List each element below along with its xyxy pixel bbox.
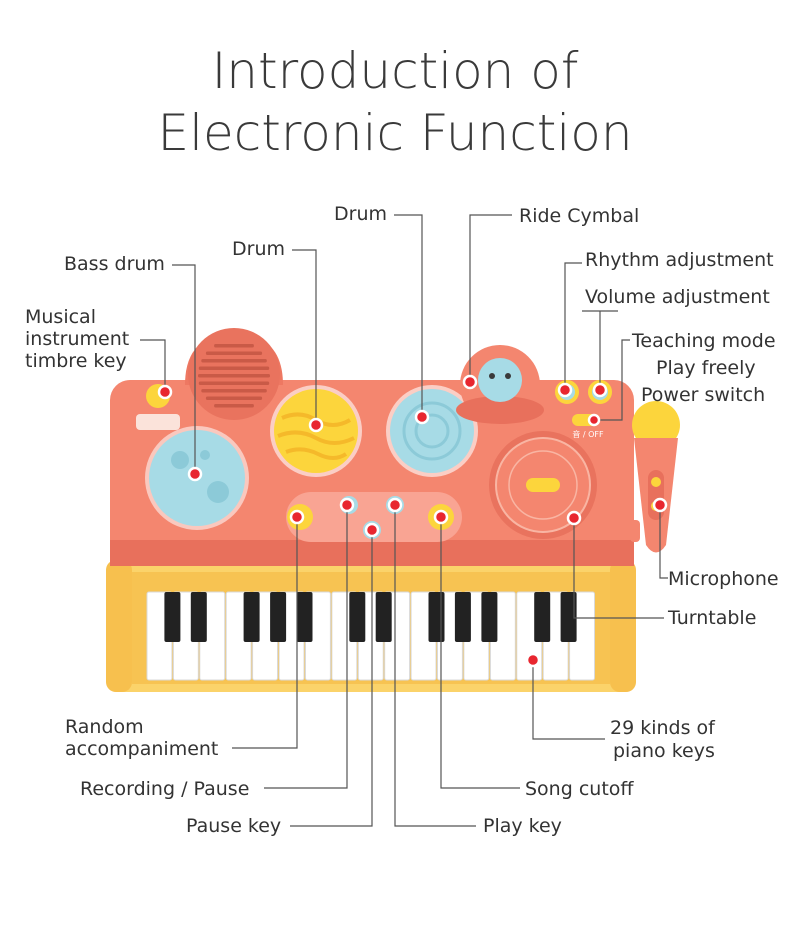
speaker-slot: [201, 359, 267, 363]
label-play-key: Play key: [483, 815, 562, 837]
black-key: [349, 592, 366, 642]
speaker-slot: [198, 374, 270, 378]
white-keys: [146, 591, 595, 681]
label-recording-pause: Recording / Pause: [80, 778, 250, 800]
label-timbre-line-2: instrument: [25, 328, 130, 350]
speaker-slot: [198, 381, 270, 385]
label-microphone: Microphone: [668, 568, 779, 590]
black-key: [454, 592, 471, 642]
label-power-switch: Power switch: [641, 384, 766, 406]
speaker-slot: [214, 404, 254, 408]
black-key: [534, 592, 551, 642]
label-volume-adjustment: Volume adjustment: [585, 286, 770, 308]
label-random-line-2: accompaniment: [65, 738, 219, 760]
title-line-1: Introduction of: [211, 42, 579, 100]
microphone-device: [630, 401, 680, 553]
leader-lines: [140, 214, 668, 827]
black-key: [243, 592, 260, 642]
black-key: [190, 592, 207, 642]
label-turntable: Turntable: [668, 607, 757, 629]
label-drum-left: Drum: [232, 238, 285, 260]
drum-pad-top: [386, 385, 478, 477]
speaker-grille: [198, 344, 270, 408]
label-piano-keys-line-1: 29 kinds of: [610, 717, 715, 739]
turntable: [489, 431, 597, 539]
label-ride-cymbal: Ride Cymbal: [519, 205, 640, 227]
label-random-line-1: Random: [65, 716, 144, 738]
black-key: [296, 592, 313, 642]
label-play-freely: Play freely: [656, 357, 756, 379]
label-timbre-line-3: timbre key: [25, 350, 127, 372]
black-keys: [164, 592, 577, 642]
speaker-slot: [205, 351, 263, 355]
black-key: [270, 592, 287, 642]
label-teaching-mode: Teaching mode: [632, 330, 776, 352]
timbre-key: [136, 384, 180, 430]
black-key: [375, 592, 392, 642]
speaker-slot: [201, 389, 267, 393]
label-pause-key: Pause key: [186, 815, 282, 837]
black-key: [481, 592, 498, 642]
control-strip: [286, 492, 462, 542]
speaker-slot: [214, 344, 254, 348]
label-piano-keys-line-2: piano keys: [613, 740, 715, 762]
black-key: [428, 592, 445, 642]
title-line-2: Electronic Function: [157, 104, 633, 162]
label-drum-top: Drum: [334, 203, 387, 225]
black-key: [164, 592, 181, 642]
markers: [157, 374, 668, 668]
switch-text: 音 / OFF: [572, 429, 604, 439]
speaker-slot: [205, 396, 263, 400]
speaker-slot: [198, 366, 270, 370]
label-song-cutoff: Song cutoff: [525, 778, 634, 800]
label-bass-drum: Bass drum: [64, 253, 165, 275]
black-key: [560, 592, 577, 642]
ride-cymbal: [456, 345, 544, 425]
label-rhythm-adjustment: Rhythm adjustment: [585, 249, 774, 271]
label-timbre-line-1: Musical: [25, 306, 96, 328]
